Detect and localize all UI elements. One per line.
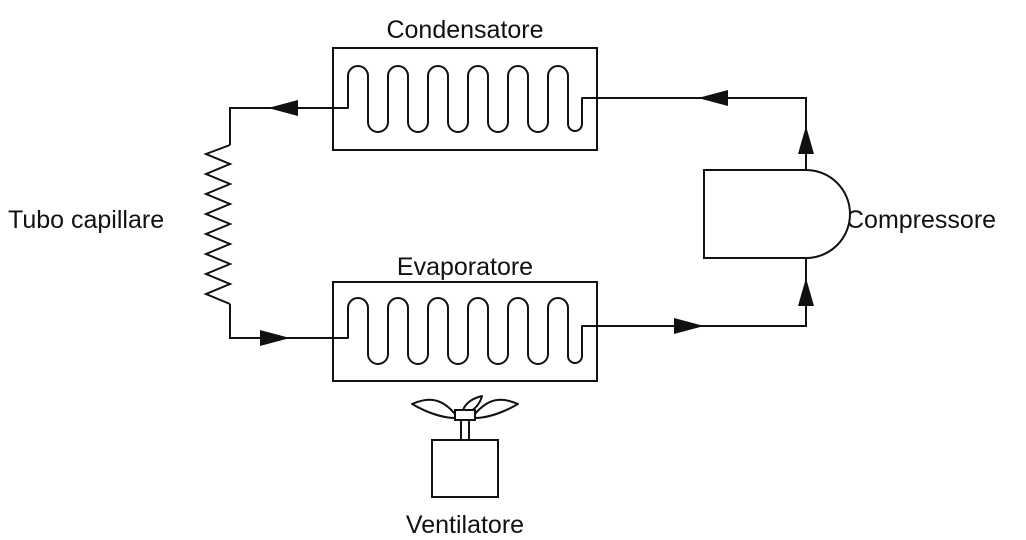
evaporatore-label: Evaporatore [397,253,533,281]
flow-arrow-evaporator-inlet [260,330,290,346]
ventilatore-label: Ventilatore [406,511,524,539]
condensatore [332,47,598,151]
ventilatore-blade-left [411,398,456,419]
compressore-label: Compressore [846,206,996,234]
compressore [703,169,851,259]
ventilatore-motor [431,439,499,498]
pipe-condenser-to-capillary [229,107,333,145]
flow-arrow-condenser-top [698,90,728,106]
pipe-evaporator-to-compressor [597,258,807,327]
ventilatore-hub [454,409,476,421]
evaporatore [332,281,598,382]
ventilatore [411,395,519,498]
flow-arrow-evaporator-outlet [674,318,704,334]
flow-arrow-compressor-suction [798,278,814,306]
flow-arrow-compressor-discharge [798,126,814,154]
tubo-capillare [203,144,233,305]
evaporatore-box [332,281,598,382]
tubo-capillare-label: Tubo capillare [8,206,164,234]
evaporatore-coil [333,297,597,365]
pipe-compressor-to-condenser [597,97,807,170]
condensatore-label: Condensatore [386,16,543,44]
condensatore-coil [333,65,597,133]
pipe-capillary-to-evaporator [229,304,333,339]
condensatore-box [332,47,598,151]
ventilatore-blade-right [474,398,519,419]
flow-arrow-condenser-outlet [268,100,298,116]
